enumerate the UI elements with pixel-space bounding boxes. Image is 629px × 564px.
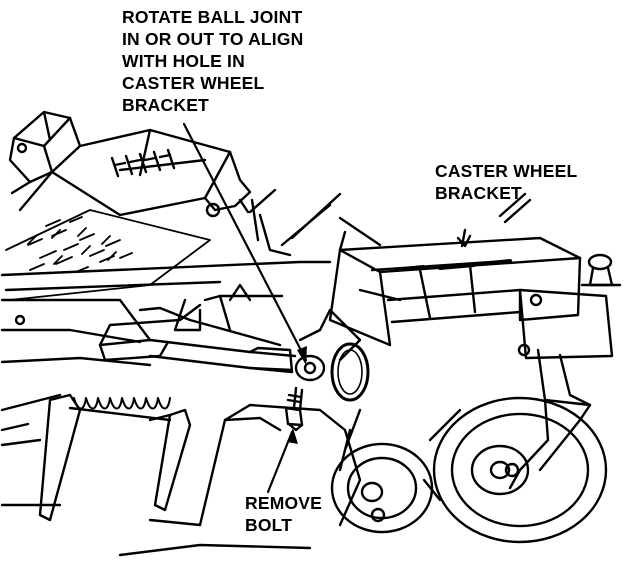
deck-housing: [0, 403, 362, 557]
leader-lines: [182, 122, 308, 494]
callout-line: BRACKET: [122, 95, 209, 115]
steering-cylinder-assembly: [8, 110, 260, 242]
callout-line: ROTATE BALL JOINT: [122, 7, 303, 27]
caster-wheel-bracket-callout: CASTER WHEEL BRACKET: [435, 160, 577, 204]
deck-spring: [38, 393, 192, 522]
caster-wheel: [422, 396, 608, 544]
callout-line: CASTER WHEEL: [122, 73, 265, 93]
front-wheel: [330, 408, 434, 534]
remove-bolt-arrowhead: [287, 428, 298, 444]
callout-line: BRACKET: [435, 183, 522, 203]
callout-line: BOLT: [245, 515, 293, 535]
caster-wheel-bracket: [328, 192, 614, 360]
rotate-ball-joint-leader: [182, 122, 308, 362]
callout-line: REMOVE: [245, 493, 323, 513]
ball-joint-tie-rod: [148, 308, 370, 402]
frame-rails: [0, 188, 382, 432]
callout-line: WITH HOLE IN: [122, 51, 245, 71]
rotate-ball-joint-arrowhead: [297, 346, 307, 365]
leader-arrowheads: [287, 346, 307, 444]
callout-line: IN OR OUT TO ALIGN: [122, 29, 304, 49]
rotate-ball-joint-callout: ROTATE BALL JOINT IN OR OUT TO ALIGN WIT…: [122, 6, 304, 116]
callout-line: CASTER WHEEL: [435, 161, 578, 181]
remove-bolt-callout: REMOVE BOLT: [245, 492, 322, 536]
diamond-plate: [5, 209, 211, 301]
adjust-knob: [580, 253, 622, 287]
